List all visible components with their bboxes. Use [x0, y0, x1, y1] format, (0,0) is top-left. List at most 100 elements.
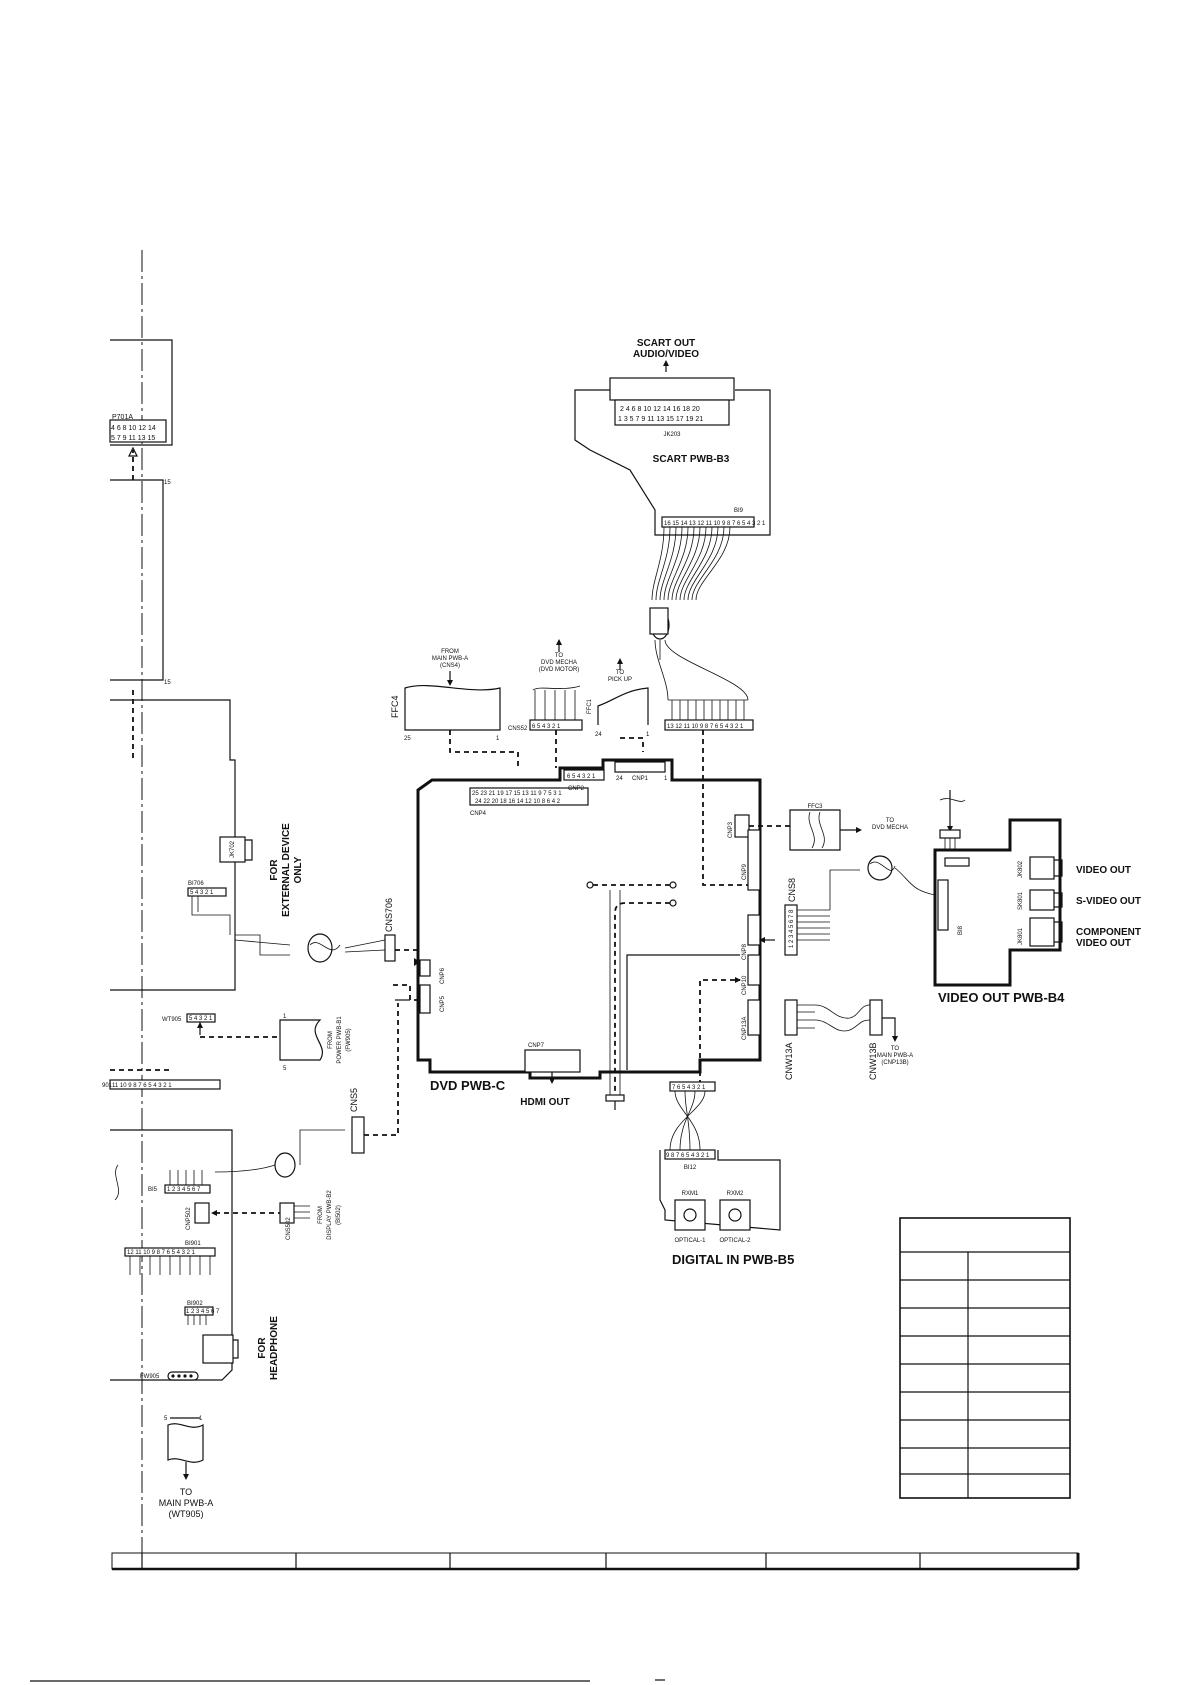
optical1-label: OPTICAL-1 [674, 1238, 706, 1244]
ffc3-label: FFC3 [808, 804, 824, 810]
bi902-pins: 1 2 3 4 5 6 7 [186, 1309, 220, 1315]
cns8-label: CNS8 [787, 878, 797, 902]
headphone-line1: FOR [257, 1337, 268, 1359]
external-line2: EXTERNAL DEVICE [281, 823, 292, 917]
to-pickup-line2: PICK UP [608, 677, 632, 683]
cnp4-pins-top: 25 23 21 19 17 15 13 11 9 7 5 3 1 [472, 791, 562, 797]
bi706-label: BI706 [188, 881, 204, 887]
scart-pins-odd: 1 3 5 7 9 11 13 15 17 19 21 [618, 416, 703, 423]
ffc1-label: FFC1 [587, 698, 593, 714]
dvd-board: FROM MAIN PWB-A (CNS4) FFC4 25 1 TO DVD … [390, 639, 908, 1110]
bi706-pins: 5 4 3 2 1 [190, 890, 214, 896]
to-pickup-line1: TO [616, 670, 625, 676]
scart-jack-label: JK203 [663, 432, 681, 438]
cnp5-label: CNP5 [440, 995, 446, 1012]
to-dvd-mecha-line2: DVD MECHA [872, 825, 908, 831]
bi12-label: BI12 [684, 1165, 697, 1171]
ffc4-pin25: 25 [404, 736, 411, 742]
to-main-line2: MAIN PWB-A [159, 1498, 214, 1508]
from-main-line3: (CNS4) [440, 663, 460, 669]
cns8-pins: 1 2 3 4 5 6 7 8 [789, 909, 795, 948]
cns52-label: CNS52 [508, 726, 528, 732]
to-dvd-mecha-line1: TO [886, 818, 895, 824]
ffc-pin5: 5 [283, 1066, 287, 1072]
p701a-connector: P701A 4 6 8 10 12 14 5 7 9 11 13 15 [109, 339, 173, 480]
to-mecha-line3: (DVD MOTOR) [539, 667, 580, 673]
cnw13-harness: CNW13A CNW13B TO MAIN PWB-A (CNP13B) [784, 999, 913, 1080]
cnw13a-label: CNW13A [784, 1042, 794, 1080]
scart-harness: 13 12 11 10 9 8 7 6 5 4 3 2 1 [649, 526, 755, 886]
digital-top-pins: 7 6 5 4 3 2 1 [672, 1085, 706, 1091]
cns5-label: CNS5 [349, 1088, 359, 1112]
bi5-pins: 1 2 3 4 5 6 7 [167, 1187, 201, 1193]
bot-pin5: 5 [164, 1416, 168, 1422]
scart-audio-video-label: AUDIO/VIDEO [633, 349, 699, 360]
cnp13a-label: CNP13A [742, 1017, 748, 1040]
rxm1-label: RXM1 [682, 1191, 699, 1197]
from-power-line1: FROM [328, 1031, 334, 1049]
ffc1-pin24: 24 [595, 732, 602, 738]
video-out-board-title: VIDEO OUT PWB-B4 [938, 990, 1065, 1005]
cnp9-label: CNP9 [742, 863, 748, 880]
cnw13-to-line1: TO [891, 1046, 900, 1052]
cnw13-to-line2: MAIN PWB-A [877, 1053, 913, 1059]
cnp4-label: CNP4 [470, 811, 487, 817]
headphone-line2: HEADPHONE [269, 1316, 280, 1380]
left-ffc-pin15-bottom: 15 [164, 680, 171, 686]
svideo-out-label: S-VIDEO OUT [1076, 896, 1141, 907]
frame-ruler [111, 1552, 1080, 1571]
cnp6-label: CNP6 [440, 967, 446, 984]
scart-pins-even: 2 4 6 8 10 12 14 16 18 20 [620, 406, 700, 413]
cnp4-pins-bottom: 24 22 20 18 16 14 12 10 8 6 4 2 [475, 799, 561, 805]
scart-out-label: SCART OUT [637, 338, 695, 349]
digital-in-board-title: DIGITAL IN PWB-B5 [672, 1252, 794, 1267]
cnp1-pin1: 1 [664, 776, 668, 782]
cns706-label: CNS706 [384, 898, 394, 932]
from-power-line3: (FW905) [346, 1028, 352, 1051]
left-ffc: 15 15 [110, 479, 171, 686]
jk702-label: JK702 [230, 840, 236, 858]
bot-pin1: 1 [199, 1416, 203, 1422]
cnp7-label: CNP7 [528, 1043, 545, 1049]
from-display-line2: DISPLAY PWB-B2 [327, 1190, 333, 1240]
ffc4-pin1: 1 [496, 736, 500, 742]
component-line1: COMPONENT [1076, 927, 1141, 938]
sk801-label: SK801 [1018, 891, 1024, 910]
jk802-label: JK802 [1018, 860, 1024, 878]
video-out-board: CNS8 1 2 3 4 5 6 7 8 BI8 JK802 SK801 JK8… [784, 790, 1141, 1005]
p701a-pins-bottom: 5 7 9 11 13 15 [111, 435, 155, 442]
video-out-label: VIDEO OUT [1076, 865, 1131, 876]
ffc1-pin1: 1 [646, 732, 650, 738]
cns502-label: CNS502 [286, 1217, 292, 1240]
cns9-pins: 13 12 11 10 9 8 7 6 5 4 3 2 1 [667, 724, 744, 730]
dvd-board-title: DVD PWB-C [430, 1078, 506, 1093]
jk801-label: JK801 [1018, 927, 1024, 945]
bi901-top-label: 901 [102, 1083, 113, 1089]
optical2-label: OPTICAL-2 [719, 1238, 751, 1244]
ffc-pin1: 1 [283, 1014, 287, 1020]
left-board: JK702 FOR EXTERNAL DEVICE ONLY BI706 5 4… [102, 690, 420, 1519]
p701a-pins-top: 4 6 8 10 12 14 [111, 425, 156, 432]
cnw13-to-line3: (CNP13B) [881, 1060, 908, 1066]
rxm2-label: RXM2 [727, 1191, 744, 1197]
cnw13b-label: CNW13B [868, 1042, 878, 1080]
cns52-pins: 6 5 4 3 2 1 [532, 724, 561, 730]
bi901-top-pins: 11 10 9 8 7 6 5 4 3 2 1 [112, 1083, 172, 1089]
to-main-line1: TO [180, 1487, 192, 1497]
scart-board: SCART OUT AUDIO/VIDEO 2 4 6 8 10 12 14 1… [574, 338, 771, 536]
cnp2-pins: 6 5 4 3 2 1 [567, 774, 596, 780]
from-main-line2: MAIN PWB-A [432, 656, 468, 662]
to-mecha-line2: DVD MECHA [541, 660, 577, 666]
to-mecha-line1: TO [555, 653, 564, 659]
scart-board-title: SCART PWB-B3 [653, 454, 730, 465]
digital-in-board: 7 6 5 4 3 2 1 9 8 7 6 5 4 3 2 1 BI12 RXM… [659, 1081, 794, 1267]
cnp3-label: CNP3 [728, 821, 734, 838]
p701a-label: P701A [112, 414, 133, 421]
component-line2: VIDEO OUT [1076, 938, 1131, 949]
bi902-label: BI902 [187, 1301, 203, 1307]
hdmi-out-label: HDMI OUT [520, 1097, 569, 1108]
from-main-line1: FROM [441, 649, 459, 655]
bi12-pins: 9 8 7 6 5 4 3 2 1 [666, 1153, 710, 1159]
bi8-label: BI8 [958, 925, 964, 935]
